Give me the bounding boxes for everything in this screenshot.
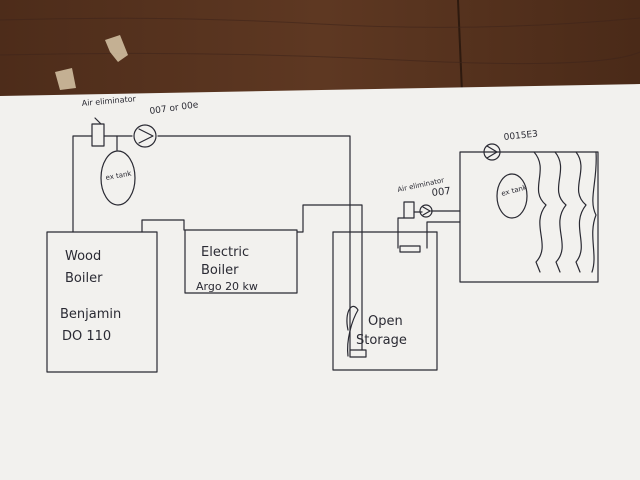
pipe-wood-to-electric [141, 219, 185, 233]
storage-coil-left [346, 305, 359, 357]
supply-pipe-top [72, 135, 351, 351]
air-eliminator-left [91, 123, 105, 147]
radiator-loop-3 [575, 151, 587, 273]
pump-top-right-icon [483, 143, 501, 161]
pipe-electric-to-storage [296, 204, 363, 351]
wood-boiler-label-4: DO 110 [62, 329, 111, 344]
storage-diffuser [349, 349, 367, 358]
radiator-loop-2 [554, 151, 567, 273]
storage-label-1: Open [368, 314, 403, 329]
pump-right-label: 007 [431, 186, 451, 199]
expansion-tank-right [496, 173, 528, 219]
wood-boiler-label-3: Benjamin [60, 307, 121, 322]
wood-boiler-box [46, 231, 158, 373]
pump-left-arrow [138, 128, 154, 144]
open-storage-tank [332, 231, 438, 371]
wood-table [0, 0, 640, 100]
wood-chip [55, 35, 128, 90]
storage-label-2: Storage [356, 333, 407, 348]
wood-plank-seam [457, 0, 463, 93]
wood-boiler-label-1: Wood [65, 249, 101, 264]
pipe-storage-to-radiators [397, 210, 461, 249]
paper-sheet [0, 84, 640, 480]
electric-boiler-box [184, 229, 298, 294]
electric-boiler-label-3: Argo 20 kw [196, 280, 258, 293]
electric-boiler-label-1: Electric [201, 245, 249, 260]
air-eliminator-left-cap [94, 117, 102, 125]
pump-top-right-label: 0015E3 [503, 129, 538, 143]
distribution-box [459, 151, 599, 283]
wood-boiler-label-2: Boiler [65, 271, 103, 286]
return-diffuser [399, 245, 421, 253]
radiator-loop-1 [533, 151, 547, 273]
pump-right-arrow [422, 206, 431, 216]
pump-top-right-arrow [486, 145, 498, 159]
pump-right-icon [419, 204, 433, 218]
pump-left-icon [133, 124, 157, 148]
electric-boiler-label-2: Boiler [201, 263, 239, 278]
radiator-loop-4 [591, 151, 597, 273]
air-eliminator-right [403, 201, 415, 219]
expansion-tank-left [100, 150, 136, 206]
